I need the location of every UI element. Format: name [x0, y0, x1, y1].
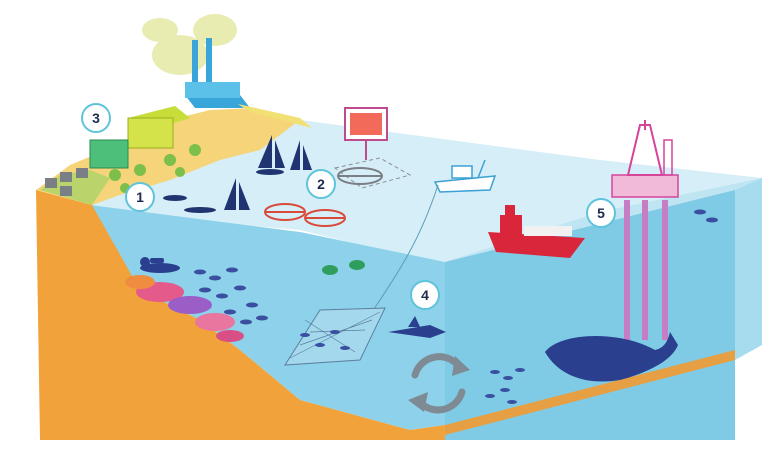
- coral-icon: [125, 275, 244, 342]
- trawl-line: [369, 184, 439, 316]
- deep-water-side: [735, 178, 762, 360]
- svg-text:2: 2: [317, 176, 325, 192]
- aquaculture-ring: [337, 167, 383, 185]
- marker-2: 2: [306, 169, 336, 199]
- svg-text:5: 5: [597, 205, 605, 221]
- hotel-icon: [89, 106, 190, 169]
- coast-green: [40, 170, 110, 205]
- house-icon: [45, 168, 88, 196]
- diver-icon: [140, 257, 180, 273]
- outfall-pipe: [238, 104, 312, 128]
- land-cliff: [36, 190, 445, 440]
- cargo-ship-icon: [488, 205, 585, 258]
- svg-text:1: 1: [136, 189, 144, 205]
- fishing-boat-icon: [433, 159, 497, 193]
- fish-icon: [194, 209, 718, 404]
- seabed: [445, 350, 735, 435]
- marker-5: 5: [586, 198, 616, 228]
- factory-icon: [142, 14, 250, 108]
- aquaculture-zone: [333, 157, 412, 189]
- shark-icon: [388, 316, 446, 338]
- cycle-arrow-head-2: [408, 392, 428, 412]
- whale-icon: [545, 332, 678, 382]
- marker-1: 1: [125, 182, 155, 212]
- sailboat-icon: [163, 135, 312, 213]
- turtle-icon: [322, 260, 365, 275]
- svg-text:3: 3: [92, 110, 100, 126]
- windmill-icon: [264, 203, 346, 227]
- svg-text:4: 4: [421, 287, 429, 303]
- solar-sign-icon: [344, 107, 388, 160]
- oil-rig-icon: [611, 120, 679, 340]
- cycle-arrow-head-1: [452, 356, 470, 376]
- marker-3: 3: [81, 103, 111, 133]
- marker-4: 4: [410, 280, 440, 310]
